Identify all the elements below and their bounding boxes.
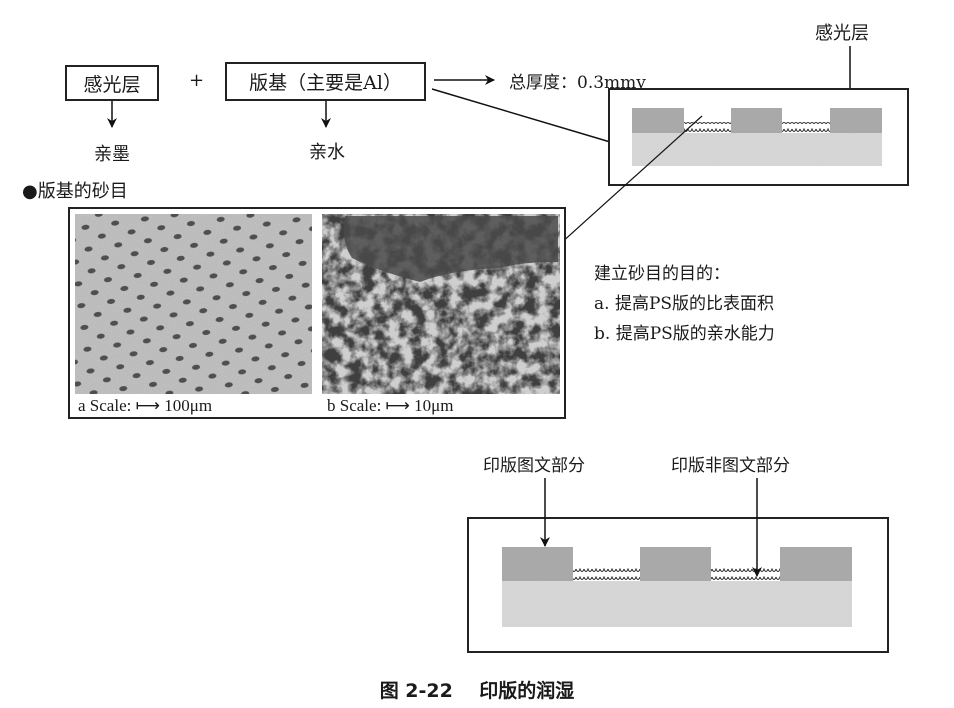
purpose-title: 建立砂目的目的： (594, 264, 730, 284)
photo-b-caption: b Scale: ⟼ 10μm (327, 396, 454, 415)
photosensitive-block (830, 108, 882, 133)
photosensitive-layer-box: 感光层 (65, 65, 159, 101)
pointer-line (539, 115, 703, 263)
figure-caption: 图 2-22 印版的润湿 (379, 680, 575, 702)
purpose-item: b. 提高PS版的亲水能力 (594, 324, 775, 344)
image-block (640, 547, 711, 581)
grain-heading: ●版基的砂目 (22, 181, 128, 202)
photo-a-caption: a Scale: ⟼ 100μm (78, 396, 213, 415)
grain-wave (782, 122, 830, 133)
arrow-to-plate (431, 88, 628, 150)
grain-wave (573, 568, 640, 581)
image-part-label: 印版图文部分 (483, 456, 585, 476)
purpose-item: a. 提高PS版的比表面积 (594, 294, 775, 314)
water-affinity-label: 亲水 (309, 142, 345, 163)
photo-b (322, 214, 560, 394)
base-box: 版基（主要是Al） (225, 62, 426, 101)
base-box-label: 版基（主要是Al） (249, 72, 402, 94)
grain-wave (711, 568, 780, 581)
photosensitive-layer-label: 感光层 (815, 23, 869, 44)
photosensitive-box-label: 感光层 (83, 73, 141, 96)
nonimage-part-label: 印版非图文部分 (671, 456, 790, 476)
ink-affinity-label: 亲墨 (94, 144, 130, 165)
image-block (502, 547, 573, 581)
plus-sign: + (189, 70, 205, 91)
image-block (780, 547, 852, 581)
thickness-label: 总厚度：0.3mmv (509, 73, 646, 93)
photosensitive-block (731, 108, 782, 133)
grain-wave (684, 122, 731, 133)
photosensitive-block (632, 108, 684, 133)
photo-a (75, 214, 312, 394)
